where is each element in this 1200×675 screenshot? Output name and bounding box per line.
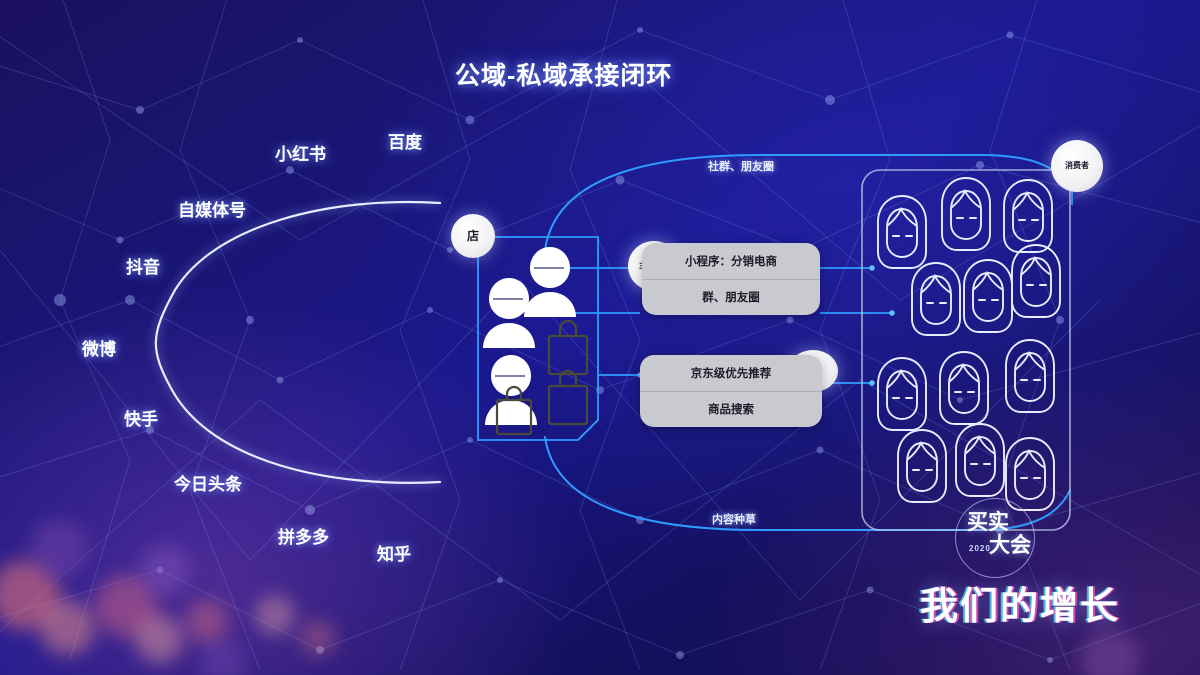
platform-label-pinduoduo: 拼多多 [278,528,329,547]
logo-line-1: 买实 [967,511,1009,534]
platform-label-baidu: 百度 [388,133,422,152]
recommendation-card-row-1: 京东级优先推荐 [640,355,822,392]
logo-line-2: 大会 [989,534,1031,557]
platform-label-toutiao: 今日头条 [174,475,242,494]
consumer-badge[interactable]: 消费者 [1051,140,1103,192]
store-badge-label: 店 [466,228,479,243]
recommendation-card[interactable]: 京东级优先推荐 商品搜索 [640,355,822,427]
private-traffic-card-row-2: 群、朋友圈 [702,292,760,305]
flow-label-bottom: 内容种草 [712,514,756,526]
platform-label-zimeitihao: 自媒体号 [178,201,246,220]
platform-label-weibo: 微博 [82,340,116,359]
store-badge[interactable]: 店 [451,214,495,258]
platform-label-kuaishou: 快手 [124,410,158,429]
platform-label-zhihu: 知乎 [377,545,411,564]
private-traffic-card[interactable]: 小程序：分销电商 群、朋友圈 [642,243,820,315]
platform-label-xiaohongshu: 小红书 [275,145,326,164]
logo-tagline: 我们的增长 [920,586,1121,628]
event-logo: 买实 大会 2020 [955,498,1095,578]
private-traffic-card-row-1: 小程序：分销电商 [642,243,820,280]
shopping-bag-icon [495,319,589,436]
platform-label-douyin: 抖音 [126,258,160,277]
flow-label-top: 社群、朋友圈 [708,161,774,173]
logo-ring-icon [955,498,1035,578]
slide-title: 公域-私域承接闭环 [455,62,673,90]
logo-year: 2020 [969,544,991,553]
consumer-badge-label: 消费者 [1065,160,1089,170]
logo-main-text: 买实 大会 [967,512,1031,556]
recommendation-card-row-2: 商品搜索 [708,404,754,417]
